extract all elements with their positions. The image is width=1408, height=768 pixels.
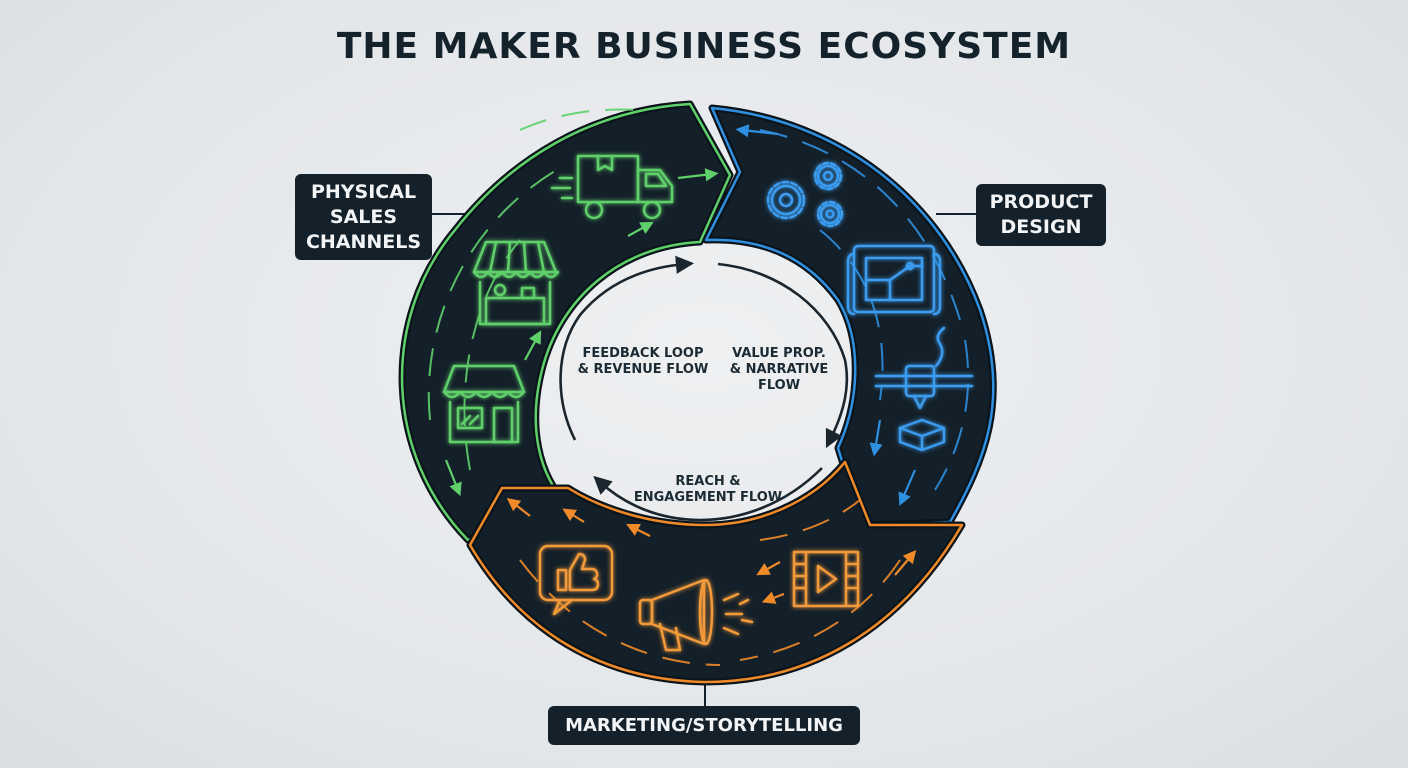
blueprint-icon bbox=[846, 244, 942, 316]
marketing-label: MARKETING/STORYTELLING bbox=[548, 706, 860, 745]
video-icon bbox=[792, 550, 860, 608]
feedback-flow-arrow bbox=[559, 255, 695, 441]
reach-flow-arrow bbox=[593, 467, 823, 522]
value-flow-arrow bbox=[717, 262, 849, 449]
market-stall-icon bbox=[472, 240, 560, 326]
feedback-flow-text: FEEDBACK LOOP & REVENUE FLOW bbox=[577, 346, 709, 377]
marketing-segment bbox=[466, 458, 966, 686]
gears-icon bbox=[766, 161, 844, 228]
storefront-icon bbox=[442, 364, 526, 444]
3d-printer-icon bbox=[874, 326, 974, 452]
inner-flow-arrows bbox=[559, 255, 849, 522]
megaphone-icon bbox=[638, 578, 754, 652]
physical-sales-segment bbox=[398, 100, 734, 544]
like-icon bbox=[538, 544, 614, 616]
product-design-label: PRODUCT DESIGN bbox=[976, 184, 1106, 246]
value-flow-text: VALUE PROP. & NARRATIVE FLOW bbox=[729, 346, 829, 393]
page-title: THE MAKER BUSINESS ECOSYSTEM bbox=[336, 26, 1072, 67]
product-design-segment bbox=[702, 104, 997, 529]
reach-flow-text: REACH & ENGAGEMENT FLOW bbox=[633, 474, 783, 505]
delivery-truck-icon bbox=[550, 154, 674, 220]
physical-sales-label: PHYSICAL SALES CHANNELS bbox=[295, 174, 432, 260]
